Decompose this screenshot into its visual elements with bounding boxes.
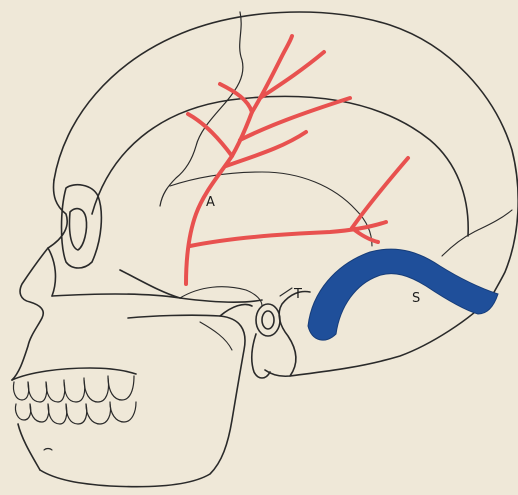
label-t: T <box>293 287 302 302</box>
label-a: A <box>206 195 215 210</box>
label-s: S <box>412 291 420 306</box>
